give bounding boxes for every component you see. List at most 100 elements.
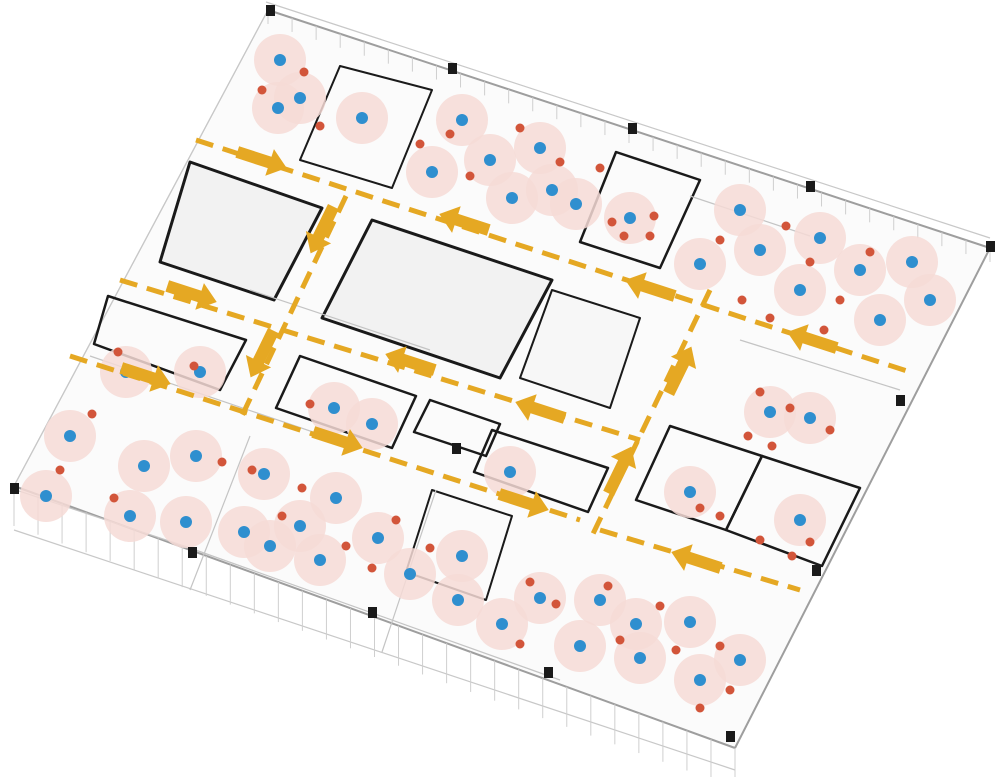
empty-seat: [87, 409, 97, 419]
occupied-seat: [274, 54, 286, 66]
empty-seat: [825, 425, 835, 435]
arrow-shape: [439, 206, 491, 236]
empty-seat: [445, 129, 455, 139]
occupied-seat: [504, 466, 516, 478]
empty-seat: [305, 399, 315, 409]
occupied-seat: [506, 192, 518, 204]
empty-seat: [805, 257, 815, 267]
empty-seat: [515, 639, 525, 649]
empty-seat: [695, 703, 705, 713]
column-marker: [10, 483, 19, 494]
column-marker: [896, 395, 905, 406]
empty-seat: [767, 441, 777, 451]
occupied-seat: [314, 554, 326, 566]
empty-seat: [247, 465, 257, 475]
meeting-room-south: [405, 489, 513, 601]
arrow-shape: [787, 324, 839, 354]
empty-seat: [865, 247, 875, 257]
corridor-south-east: [599, 527, 801, 593]
partition-line: [249, 289, 431, 351]
empty-seat: [619, 231, 629, 241]
arrow-west: [515, 394, 567, 424]
occupied-seat: [684, 616, 696, 628]
occupied-seat: [630, 618, 642, 630]
arrow-shape: [515, 394, 567, 424]
occupied-seat: [272, 102, 284, 114]
arrow-east: [119, 362, 171, 392]
occupied-seat: [764, 406, 776, 418]
empty-seat: [781, 221, 791, 231]
empty-seat: [671, 645, 681, 655]
arrow-west: [385, 346, 437, 376]
arrow-shape: [663, 346, 697, 396]
occupied-seat: [570, 198, 582, 210]
empty-seat: [725, 685, 735, 695]
occupied-seat: [456, 550, 468, 562]
arrow-east: [165, 280, 217, 310]
arrow-shape: [497, 488, 549, 518]
arrow-shape: [245, 328, 279, 378]
north-facade-top: [265, 1, 991, 239]
empty-seat: [715, 511, 725, 521]
occupied-seat: [64, 430, 76, 442]
empty-seat: [109, 493, 119, 503]
column-marker: [266, 5, 275, 16]
occupied-seat: [258, 468, 270, 480]
arrow-shape: [165, 280, 217, 310]
column-marker: [188, 547, 197, 558]
partition-line: [739, 339, 901, 391]
column-marker: [628, 123, 637, 134]
empty-seat: [515, 123, 525, 133]
structural-columns: [10, 5, 995, 742]
occupied-seat: [138, 460, 150, 472]
empty-seat: [425, 543, 435, 553]
meeting-room-center: [274, 354, 418, 450]
empty-seat: [715, 641, 725, 651]
arrow-north: [663, 346, 697, 396]
occupied-seat: [694, 674, 706, 686]
meeting-room-east-2: [724, 454, 862, 568]
east-facade: [734, 247, 991, 749]
direction-arrows: [119, 146, 839, 574]
occupied-seat: [854, 264, 866, 276]
arrow-shape: [603, 446, 637, 496]
empty-seat: [755, 535, 765, 545]
column-marker: [806, 181, 815, 192]
empty-seat: [649, 211, 659, 221]
column-marker: [726, 731, 735, 742]
empty-seat: [787, 551, 797, 561]
stair-core-west: [158, 160, 324, 302]
arrow-west: [625, 272, 677, 302]
arrow-shape: [385, 346, 437, 376]
occupied-seat: [330, 492, 342, 504]
occupied-seat: [594, 594, 606, 606]
occupied-seat: [496, 618, 508, 630]
empty-seat: [655, 601, 665, 611]
empty-seat: [765, 313, 775, 323]
arrow-west: [787, 324, 839, 354]
occupied-seat: [404, 568, 416, 580]
arrow-shape: [235, 146, 287, 176]
empty-seat: [595, 163, 605, 173]
service-room: [472, 428, 610, 514]
occupied-seat: [452, 594, 464, 606]
occupied-seat: [328, 402, 340, 414]
empty-seat: [415, 139, 425, 149]
occupied-seat: [534, 142, 546, 154]
empty-seat: [341, 541, 351, 551]
occupied-seat: [734, 204, 746, 216]
occupied-seat: [634, 652, 646, 664]
occupied-seat: [124, 510, 136, 522]
occupied-seat: [804, 412, 816, 424]
empty-seat: [277, 511, 287, 521]
occupied-seat: [356, 112, 368, 124]
empty-seat: [217, 457, 227, 467]
occupied-seat: [264, 540, 276, 552]
empty-seat: [645, 231, 655, 241]
arrow-east: [497, 488, 549, 518]
column-marker: [368, 607, 377, 618]
empty-seat: [189, 361, 199, 371]
column-marker: [448, 63, 457, 74]
empty-seat: [743, 431, 753, 441]
